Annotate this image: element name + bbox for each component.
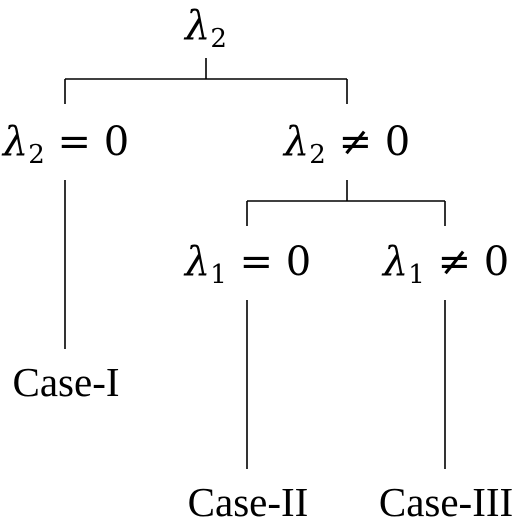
root-subscript: 2	[210, 24, 227, 54]
condition-lambda1-zero: λ1 = 0	[184, 239, 312, 288]
l2-left-symbol: λ	[184, 239, 211, 285]
condition-lambda2-nonzero: λ2 ≠ 0	[283, 119, 411, 168]
l1-left-symbol: λ	[2, 119, 29, 165]
condition-lambda1-nonzero: λ1 ≠ 0	[382, 239, 510, 288]
l2-right-symbol: λ	[382, 239, 409, 285]
l2-right-subscript: 1	[408, 260, 425, 290]
root-symbol: λ	[185, 3, 211, 49]
l1-left-subscript: 2	[28, 140, 45, 170]
l1-right-symbol: λ	[283, 119, 310, 165]
l2-left-relation: = 0	[239, 239, 312, 285]
root-node: λ2	[185, 3, 227, 52]
leaf-case-1: Case-I	[12, 359, 120, 405]
l1-right-subscript: 2	[309, 140, 326, 170]
leaf-case-3: Case-III	[378, 479, 514, 521]
l1-left-relation: = 0	[57, 119, 130, 165]
leaf-case-2: Case-II	[187, 479, 309, 521]
l1-right-relation: ≠ 0	[338, 119, 411, 165]
l2-left-subscript: 1	[210, 260, 227, 290]
l2-right-relation: ≠ 0	[437, 239, 510, 285]
condition-lambda2-zero: λ2 = 0	[2, 119, 130, 168]
